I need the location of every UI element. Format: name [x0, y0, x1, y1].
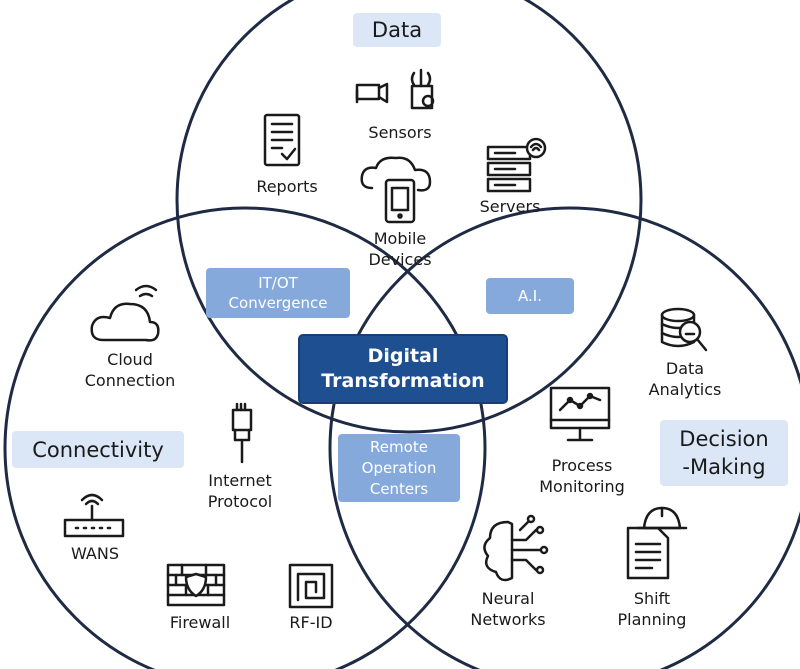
mobile-devices-label: Mobile Devices: [368, 229, 432, 269]
servers-label: Servers: [479, 197, 541, 216]
ethernet-icon: [231, 402, 253, 464]
rfid-label: RF-ID: [289, 613, 333, 632]
neural-networks-label: Neural Networks: [470, 589, 546, 629]
monitor-icon: [549, 386, 611, 442]
connectivity-circle: [3, 206, 487, 669]
mobile-icon: [360, 156, 432, 224]
sensors-label: Sensors: [368, 123, 432, 142]
server-icon: [486, 137, 547, 193]
decision-circle-title: Decision -Making: [660, 420, 788, 486]
remote-operation-centers-label: Remote Operation Centers: [338, 434, 460, 502]
firewall-label: Firewall: [169, 613, 231, 632]
sensor-icon: [355, 68, 435, 110]
process-monitoring-label: Process Monitoring: [539, 456, 625, 496]
cloud-connection-label: Cloud Connection: [84, 350, 176, 390]
router-icon: [63, 493, 125, 538]
digital-transformation-label: Digital Transformation: [298, 334, 508, 404]
data-analytics-label: Data Analytics: [648, 359, 722, 399]
shift-planning-icon: [626, 506, 688, 580]
data-circle-title: Data: [353, 13, 441, 47]
cloud-icon: [90, 284, 160, 342]
firewall-icon: [166, 563, 226, 607]
data-circle: [175, 0, 643, 434]
rfid-icon: [288, 563, 334, 609]
report-icon: [263, 113, 301, 167]
ai-label: A.I.: [486, 278, 574, 314]
reports-label: Reports: [256, 177, 318, 196]
decision-circle: [328, 206, 800, 669]
connectivity-circle-title: Connectivity: [12, 431, 184, 468]
internet-protocol-label: Internet Protocol: [207, 471, 273, 511]
shift-planning-label: Shift Planning: [617, 589, 687, 629]
it-ot-convergence-label: IT/OT Convergence: [206, 268, 350, 318]
analytics-icon: [660, 307, 708, 352]
wans-label: WANS: [70, 544, 119, 563]
neural-network-icon: [483, 514, 549, 582]
